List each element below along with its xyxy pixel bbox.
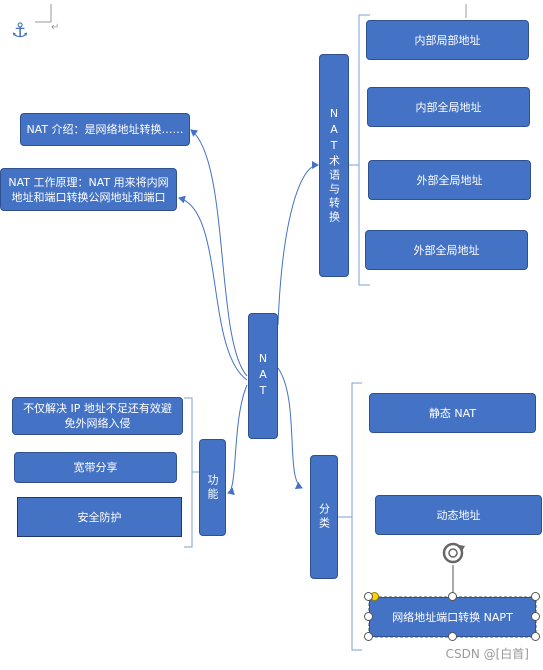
function-item-security-ip[interactable]: 不仅解决 IP 地址不足还有效避免外网络入侵 bbox=[12, 397, 183, 435]
functions-bracket bbox=[184, 397, 199, 548]
rotate-handle-icon[interactable] bbox=[442, 542, 465, 564]
term-item-outside-global-2[interactable]: 外部全局地址 bbox=[365, 230, 528, 270]
function-item-protection[interactable]: 安全防护 bbox=[17, 497, 182, 537]
resize-handle-bottom[interactable] bbox=[448, 632, 457, 641]
connector-principle bbox=[178, 195, 248, 381]
resize-handle-top[interactable] bbox=[448, 592, 457, 601]
resize-handle-right[interactable] bbox=[531, 612, 540, 621]
connector-terms bbox=[277, 161, 319, 326]
center-node[interactable]: NAT bbox=[248, 313, 278, 439]
terms-bracket bbox=[349, 14, 370, 286]
watermark: CSDN @[白首] bbox=[445, 647, 529, 661]
category-item-dynamic[interactable]: 动态地址 bbox=[375, 495, 542, 535]
functions-node[interactable]: 功能 bbox=[199, 439, 226, 536]
resize-handle-top-left[interactable] bbox=[364, 592, 373, 601]
crop-mark bbox=[35, 4, 52, 23]
return-mark: ↵ bbox=[51, 22, 60, 33]
resize-handle-left[interactable] bbox=[364, 612, 373, 621]
term-item-outside-global[interactable]: 外部全局地址 bbox=[368, 160, 531, 200]
resize-handle-bottom-right[interactable] bbox=[531, 632, 540, 641]
categories-node[interactable]: 分类 bbox=[310, 455, 338, 579]
categories-bracket bbox=[338, 382, 362, 651]
connector-functions bbox=[227, 384, 248, 496]
connector-categories bbox=[277, 367, 303, 490]
anchor-icon[interactable]: ⚓ bbox=[11, 18, 29, 42]
resize-handle-top-right[interactable] bbox=[531, 592, 540, 601]
category-item-napt[interactable]: 网络地址端口转换 NAPT bbox=[369, 597, 536, 637]
function-item-broadband[interactable]: 宽带分享 bbox=[14, 452, 177, 483]
resize-handle-bottom-left[interactable] bbox=[364, 632, 373, 641]
connector-intro bbox=[190, 129, 248, 377]
term-item-inside-global[interactable]: 内部全局地址 bbox=[367, 87, 530, 127]
terms-node[interactable]: NAT术语与转换 bbox=[319, 54, 349, 277]
category-item-static[interactable]: 静态 NAT bbox=[369, 393, 536, 433]
term-item-inside-local[interactable]: 内部局部地址 bbox=[366, 20, 529, 60]
principle-node[interactable]: NAT 工作原理：NAT 用来将内网地址和端口转换公网地址和端口 bbox=[0, 168, 177, 211]
intro-node[interactable]: NAT 介绍：是网络地址转换…… bbox=[20, 113, 190, 146]
